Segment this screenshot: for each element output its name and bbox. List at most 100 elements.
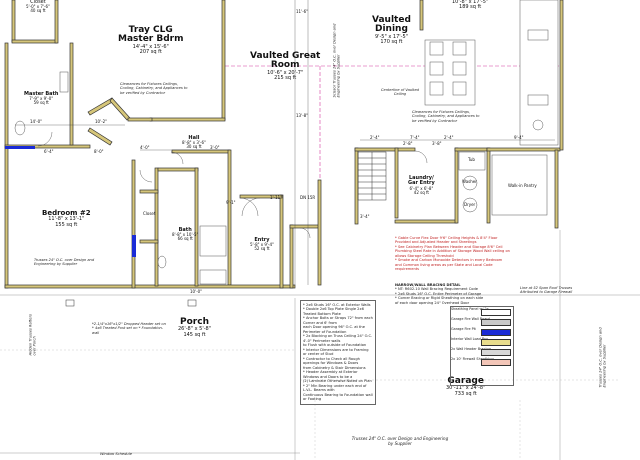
dim-label: 2'-4": [444, 135, 454, 140]
dining-area: 170 sq ft: [380, 39, 403, 46]
hall-dim: 8'-8" x 3'-6": [182, 140, 206, 146]
dining-dim: 9'-5" x 17'-5": [374, 33, 408, 40]
great-line2: Room: [270, 60, 300, 71]
fixtures: [14, 71, 548, 285]
master-area: 207 sq ft: [139, 49, 162, 56]
hall-name: Hall: [188, 135, 200, 141]
garage-name: Garage: [447, 376, 484, 386]
red-note-line: requirements: [395, 267, 420, 272]
red-notes: * Gable Curve Flex Door 9'6" Ceiling Hei…: [395, 236, 510, 272]
legend-swatch: [481, 329, 511, 336]
legend-swatch: [481, 349, 511, 356]
room-walkin-pantry: Walk-in Pantry: [508, 183, 537, 188]
dim-label: 10'-2": [95, 119, 108, 124]
bracing-line: * NT: R602.10 Wall Bracing Requirement C…: [395, 287, 478, 292]
legend-swatch: [481, 359, 511, 366]
legend-label: 2x 10' Firewall Sheathing: [451, 357, 494, 361]
legend-label: Interior Wall Load Brg: [451, 337, 488, 341]
garage-dim: 30'-11" x 24'-8": [446, 385, 486, 392]
island-stools: [424, 39, 476, 106]
legend-label: Sheathing Panel w/ 2x: [451, 307, 489, 311]
dim-label: 6'-4": [44, 149, 54, 154]
general-notes: * 2x6 Studs 16" O.C. at Exterior Walls *…: [300, 300, 376, 405]
red-note-line: Provided and Adjusted Header and Sheetin…: [395, 240, 477, 245]
dim-label: 4'-0": [140, 145, 150, 150]
note-clearance-left: Clearances for Fixtures Ceilings, Coolin…: [120, 82, 190, 95]
porch-dim: 26'-8" x 5'-8": [178, 326, 212, 333]
legend-label: 2x Wall Header Bracing: [451, 347, 491, 351]
room-hall: Hall 8'-8" x 3'-6" 30 sq ft: [182, 135, 206, 150]
washer-name: Washer: [462, 179, 477, 184]
bracing-line: * Corner Bracing or Rigid Sheathing on e…: [395, 296, 484, 301]
blue-walls: [5, 146, 136, 257]
dn-text: DN 15R: [300, 195, 316, 200]
general-note-line: * 2x6 Studs 16" O.C. at Exterior Walls: [303, 303, 371, 307]
dim-label: 2'-4": [370, 135, 380, 140]
general-note-line: to Flush with outside of Foundation: [303, 343, 367, 348]
legend-row: Garage Fire Pit: [451, 327, 513, 337]
dim-label: 9'-4": [514, 135, 524, 140]
closet-dim: 5'-0" x 7'-6": [26, 4, 50, 10]
dim-label: 1'-11": [270, 195, 283, 200]
line-open-text: Line at 52 Span Roof Trusses Attributed …: [520, 286, 573, 295]
porch-posts: [65, 299, 197, 307]
legend-row: Sheathing Panel w/ 2x: [451, 307, 513, 317]
note-centerline: Centerline of Vaulted Ceiling: [380, 88, 420, 97]
room-kitchen-top: 10'-8" x 17'-5" 189 sq ft: [452, 0, 488, 11]
dim-label: 3'-0": [210, 145, 220, 150]
note-window-schedule: Window Schedule: [100, 452, 160, 456]
stair-down-label: DN 15R: [300, 195, 316, 200]
legend-row: Garage Fire Wall Board: [451, 317, 513, 327]
dim-label: 3'-8": [432, 141, 442, 146]
general-note-line: * Double 2x6 Top Plate Single 2x6 Treate…: [303, 307, 364, 316]
dim-label: 14'-0": [30, 119, 43, 124]
room-garage: Garage 30'-11" x 24'-8" 733 sq ft: [446, 376, 486, 397]
dim-label: 3'-4": [360, 214, 370, 219]
door-swings: [37, 131, 428, 239]
room-great-room: Vaulted Great Room 10'-6" x 20'-7" 215 s…: [250, 51, 321, 82]
master-dim: 14'-4" x 15'-6": [132, 43, 169, 50]
bed2-dim: 11'-8" x 13'-1": [48, 216, 85, 223]
general-note-line: * Interior Dimensions are to Framing or …: [303, 347, 369, 357]
red-note-line: * Smoke and Carbon Monoxide Detectors in…: [395, 258, 503, 263]
mbath-area: 59 sq ft: [33, 100, 49, 106]
room-bedroom2: Bedroom #2 11'-8" x 13'-1" 155 sq ft: [42, 209, 91, 228]
kitchen-counter: [519, 0, 559, 146]
centerline-text: Centerline of Vaulted Ceiling: [381, 88, 419, 97]
header-note-text: *2-1/4"x16"x1/2" Dropped Header set on *…: [92, 322, 166, 335]
red-note-line: * See Cabinetry Plan Between Header and …: [395, 244, 503, 249]
legend-label: Garage Fire Wall Board: [451, 317, 490, 321]
dining-line1: Vaulted: [372, 15, 411, 25]
red-note-line: * Gable Curve Flex Door 9'6" Ceiling Hei…: [395, 236, 498, 240]
dim-label: 9'-1": [226, 200, 236, 205]
master-line1: Tray CLG: [128, 25, 173, 35]
great-area: 215 sq ft: [274, 75, 297, 82]
stairs: [357, 151, 387, 201]
dim-label: 11'-6": [296, 9, 309, 14]
room-dining: Vaulted Dining 9'-5" x 17'-5" 170 sq ft: [372, 15, 411, 46]
bracing-title: NARROW/WALL BRACING DETAIL: [395, 283, 461, 287]
clearance-right-text: Clearances for Fixtures Ceilings, Coolin…: [412, 110, 480, 123]
room-entry: Entry 5'-8" x 9'-4" 52 sq ft: [250, 237, 274, 252]
great-dim: 10'-6" x 20'-7": [267, 69, 304, 76]
note-header: *2-1/4"x16"x1/2" Dropped Header set on *…: [92, 322, 168, 335]
general-note-line: (2) Laminate Otherwise Noted on Plan: [303, 379, 372, 384]
general-note-line: from Cabinetry & Stair Dimensions: [303, 365, 366, 370]
dim-label: 13'-8": [296, 113, 309, 118]
note-trusses-bottom: Trusses 24" O.C. over Design and Enginee…: [350, 436, 450, 447]
garage-side-text: Trusses 24" O.C. over Design and Enginee…: [598, 327, 607, 388]
kitchen-dim: 10'-8" x 17'-5": [452, 0, 489, 5]
wall-legend: Sheathing Panel w/ 2x Garage Fire Wall B…: [450, 306, 514, 386]
hall-area: 30 sq ft: [186, 144, 202, 150]
legend-swatch: [481, 309, 511, 316]
room-master-bedroom: Tray CLG Master Bdrm 14'-4" x 15'-6" 207…: [118, 25, 183, 56]
great-line1: Vaulted Great: [250, 51, 321, 61]
legend-row: 2x Wall Header Bracing: [451, 347, 513, 357]
note-porch-side: Hidden Trusses Rafters over Porch: [26, 308, 40, 358]
tub-label: Tub: [468, 157, 475, 162]
red-note-line: and Common living areas as per State and…: [395, 262, 493, 267]
porch-name: Porch: [180, 317, 209, 327]
note-scissor-truss: Scissor Trusses 24" O.C. over Design and…: [330, 14, 344, 100]
note-garage-side: Trusses 24" O.C. over Design and Enginee…: [596, 320, 610, 390]
